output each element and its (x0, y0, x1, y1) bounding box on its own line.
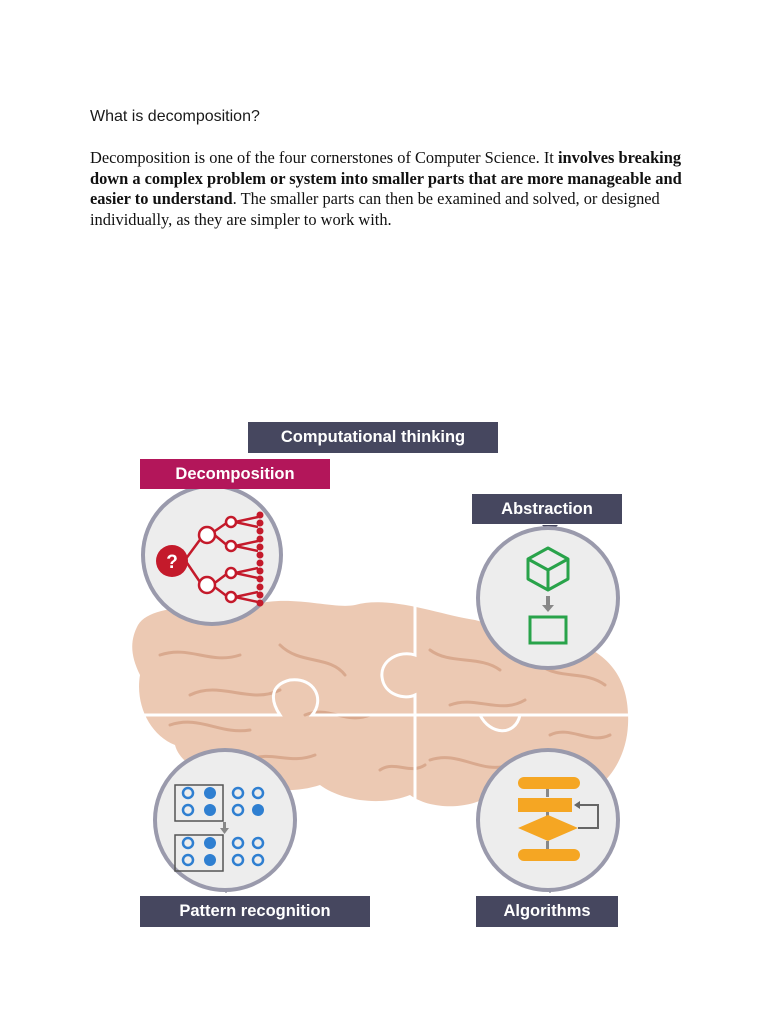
paragraph-text: Decomposition is one of the four corners… (90, 148, 558, 167)
abstraction-label: Abstraction (472, 494, 622, 524)
page-heading: What is decomposition? (90, 108, 260, 125)
body-paragraph: Decomposition is one of the four corners… (90, 148, 690, 230)
diagram-graphic: ? (130, 477, 629, 893)
paragraph-text-end: . The smaller parts can then be examined… (90, 189, 660, 229)
paragraph-bold-text: involves breaking down a complex problem… (90, 148, 682, 208)
question-mark: ? (166, 552, 178, 573)
decomposition-dots-icon (256, 511, 264, 607)
flowchart-icon (518, 777, 599, 861)
pattern-grid-icon (174, 784, 265, 872)
square-icon (528, 615, 568, 645)
computational-thinking-title: Computational thinking (248, 422, 498, 453)
pattern-recognition-circle (153, 748, 297, 892)
decomposition-label: Decomposition (140, 459, 330, 489)
algorithms-label: Algorithms (476, 896, 618, 927)
computational-thinking-diagram: ? (130, 415, 640, 935)
decomposition-tree-icon (183, 515, 259, 604)
question-icon (156, 545, 188, 577)
pattern-recognition-label: Pattern recognition (140, 896, 370, 927)
cube-icon (526, 546, 570, 592)
down-arrow-icon (542, 596, 554, 612)
